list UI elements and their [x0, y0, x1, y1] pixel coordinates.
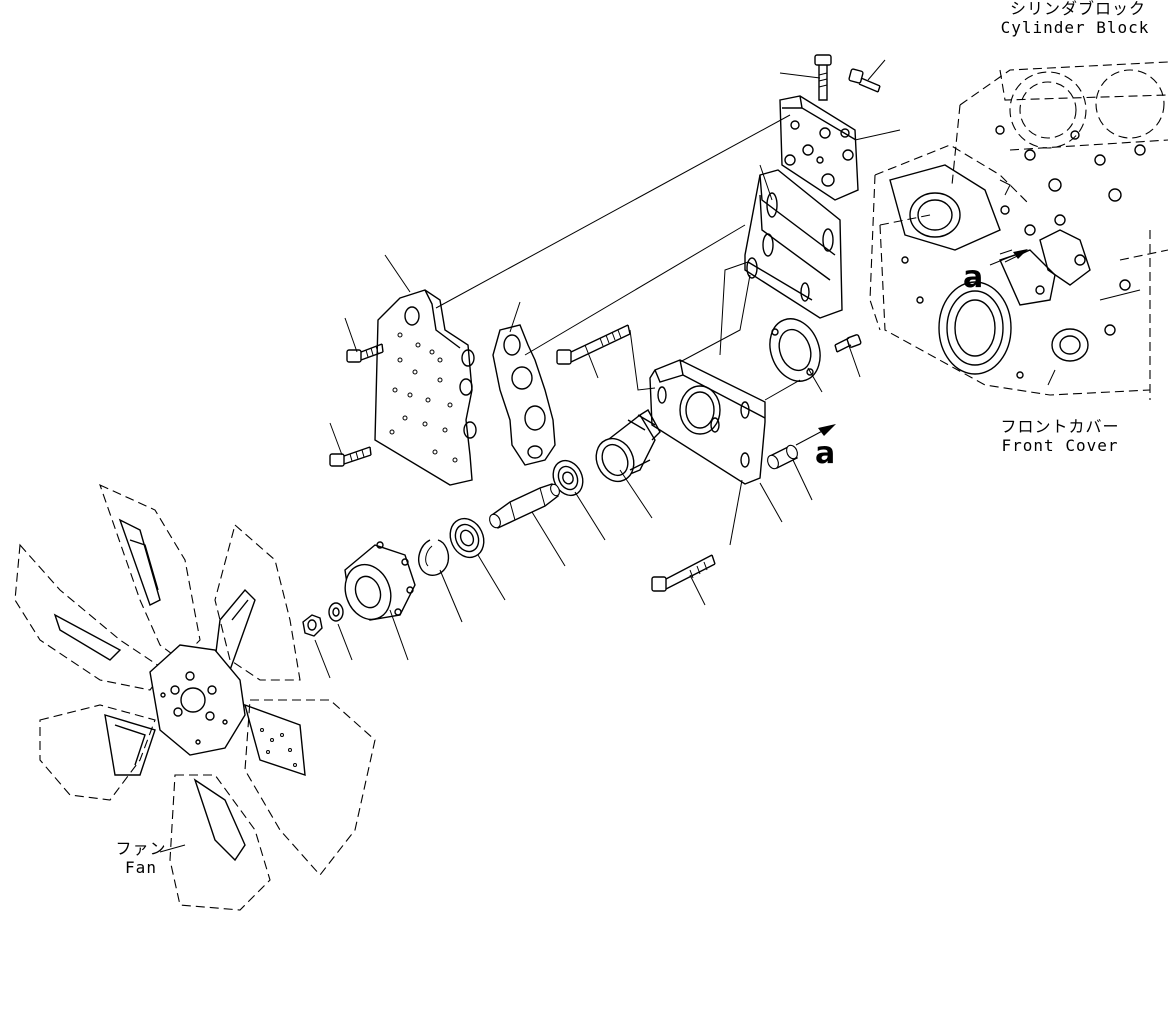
long-bolt-lower	[651, 554, 716, 592]
front-cover-label-jp: フロントカバー	[1000, 417, 1120, 436]
fan-shaft	[489, 483, 560, 529]
view-mark-engine: a	[963, 260, 984, 295]
bolt-seal-cover	[834, 334, 862, 353]
nut	[302, 614, 323, 637]
gasket	[492, 324, 556, 466]
upper-bracket	[779, 95, 859, 201]
cylinder-block-label-jp: シリンダブロック	[1010, 0, 1147, 18]
fan-label-jp: ファン	[115, 839, 167, 858]
cylinder-block-label-en: Cylinder Block	[1000, 18, 1150, 37]
bearing-inner	[552, 459, 584, 497]
main-mounting-plate	[374, 289, 477, 486]
bolt-vertical-top	[814, 54, 832, 101]
housing-plate	[649, 359, 766, 485]
pulley-hub	[344, 541, 416, 621]
front-cover-label-en: Front Cover	[1001, 436, 1119, 455]
bolt-plate-upper	[346, 343, 384, 363]
view-mark-arrow: a	[815, 436, 836, 471]
washer	[328, 602, 344, 622]
bolt-plate-lower	[329, 446, 372, 467]
snap-ring	[418, 539, 450, 576]
seal-cover	[769, 318, 821, 382]
cylinder-block-and-front-cover	[869, 61, 1168, 400]
leader-lines	[159, 59, 1028, 853]
dowel-pin	[767, 444, 798, 470]
bolt-small-top	[848, 68, 881, 93]
fan-label-en: Fan	[125, 858, 157, 877]
bearing-housing	[595, 409, 661, 483]
bearing-outer	[449, 517, 485, 559]
long-bolt-middle	[556, 324, 631, 365]
fan	[14, 483, 376, 911]
lower-bracket	[744, 169, 843, 319]
